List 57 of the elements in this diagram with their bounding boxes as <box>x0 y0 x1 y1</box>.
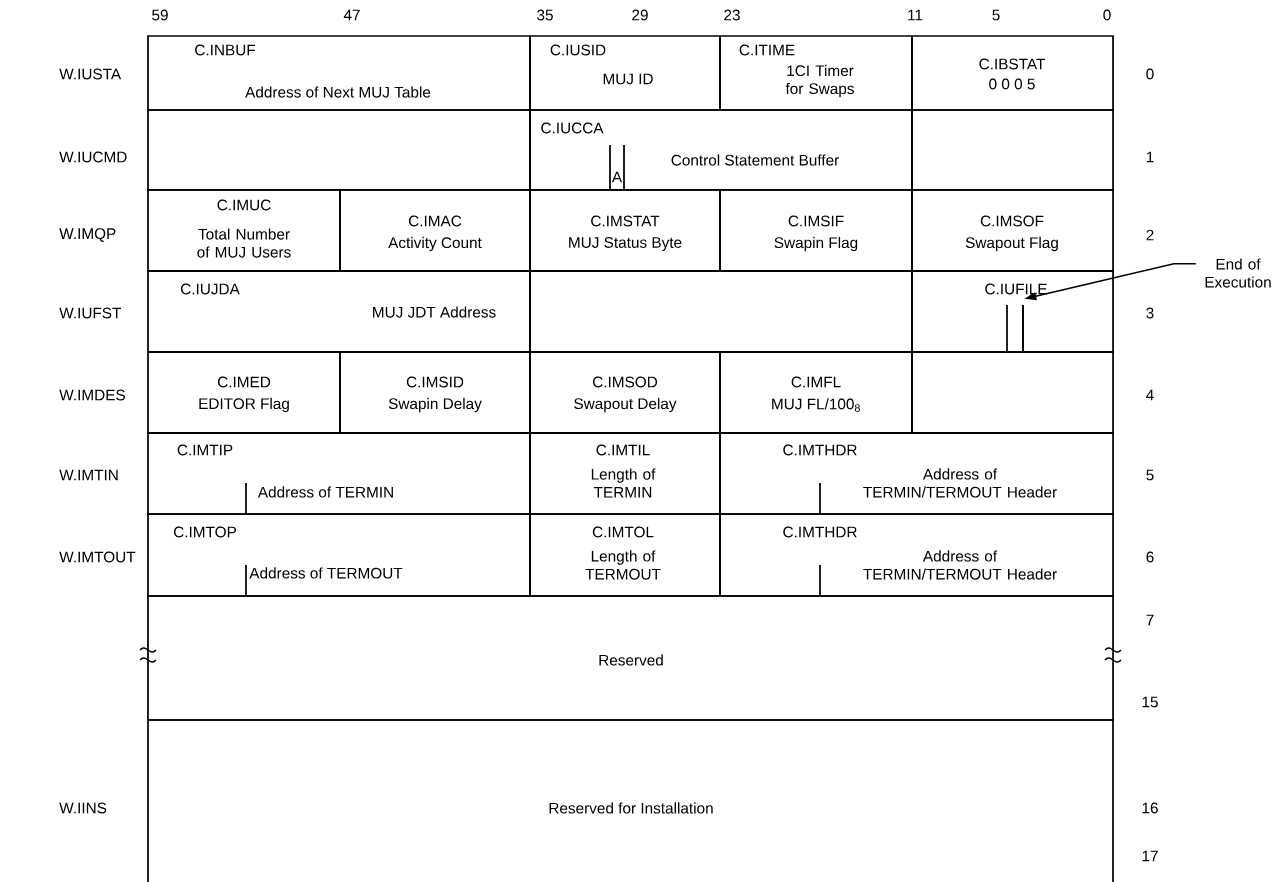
table-cell <box>147 109 531 191</box>
word-number: 6 <box>1146 551 1154 563</box>
bit-number: 11 <box>908 9 923 21</box>
table-cell: C.IUCCA A Control Statement Buffer <box>529 109 913 191</box>
table-cell <box>529 270 913 353</box>
word-number: 0 <box>1146 68 1154 80</box>
table-cell: C.IMTOL Length of TERMOUT <box>529 513 721 597</box>
row-label: W.IMDES <box>59 389 125 401</box>
table-cell: C.IMSIF Swapin Flag <box>719 189 913 272</box>
table-cell: C.IMSOD Swapout Delay <box>529 351 721 434</box>
row-label: W.IINS <box>59 802 107 814</box>
table-cell: C.IUJDA MUJ JDT Address <box>147 270 531 353</box>
table-cell <box>911 109 1114 191</box>
table-cell: C.IMFL MUJ FL/100$_{8}$ <box>719 351 913 434</box>
word-number: 17 <box>1142 850 1158 862</box>
bit-number: 47 <box>343 9 360 21</box>
table-cell: C.IUFILE <box>911 270 1114 353</box>
bit-number: 23 <box>724 9 740 21</box>
bit-number: 35 <box>537 9 553 21</box>
table-cell: C.IMAC Activity Count <box>339 189 531 272</box>
word-number: 1 <box>1146 151 1154 163</box>
bit-number: 29 <box>632 9 648 21</box>
row-label: W.IUCMD <box>59 151 127 163</box>
callout-text: End of Execution <box>1205 258 1271 288</box>
table-cell: C.IMSID Swapin Delay <box>339 351 531 434</box>
table-cell: C.IMTOP Address of TERMOUT <box>147 513 531 597</box>
word-number: 2 <box>1146 229 1154 241</box>
table-cell <box>911 351 1114 434</box>
word-number: 3 <box>1146 307 1154 319</box>
bit-number: 59 <box>152 9 168 21</box>
table-cell: C.IMSOF Swapout Flag <box>911 189 1114 272</box>
word-number: 7 <box>1146 614 1154 626</box>
table-cell: C.IUSID MUJ ID <box>529 35 721 111</box>
table-cell: Reserved <box>147 595 1114 721</box>
table-cell: C.IMED EDITOR Flag <box>147 351 341 434</box>
row-label: W.IMQP <box>59 228 116 242</box>
bit-number: 0 <box>1103 9 1111 21</box>
table-cell: C.IMTHDR Address of TERMIN/TERMOUT Header <box>719 432 1114 515</box>
table-cell: C.IBSTAT 0 0 0 5 <box>911 35 1114 111</box>
row-label: W.IMTIN <box>59 469 118 481</box>
word-number: 15 <box>1142 696 1158 708</box>
table-cell: C.IMSTAT MUJ Status Byte <box>529 189 721 272</box>
table-cell: C.IMUC Total Number of MUJ Users <box>147 189 341 272</box>
table-cell: C.INBUF Address of Next MUJ Table <box>147 35 531 111</box>
table-cell: Reserved for Installation <box>147 719 1114 882</box>
word-number: 4 <box>1146 389 1154 401</box>
word-number: 16 <box>1142 802 1158 814</box>
table-cell: C.IMTIL Length of TERMIN <box>529 432 721 515</box>
table-cell: C.ITIME 1CI Timer for Swaps <box>719 35 913 111</box>
row-label: W.IUFST <box>59 307 122 319</box>
table-cell: C.IMTHDR Address of TERMIN/TERMOUT Header <box>719 513 1114 597</box>
table-cell: C.IMTIP Address of TERMIN <box>147 432 531 515</box>
row-label: W.IMTOUT <box>59 551 136 563</box>
word-number: 5 <box>1146 469 1154 481</box>
bit-number: 5 <box>992 9 1000 21</box>
row-label: W.IUSTA <box>59 68 122 80</box>
bit-marker <box>1022 305 1024 352</box>
